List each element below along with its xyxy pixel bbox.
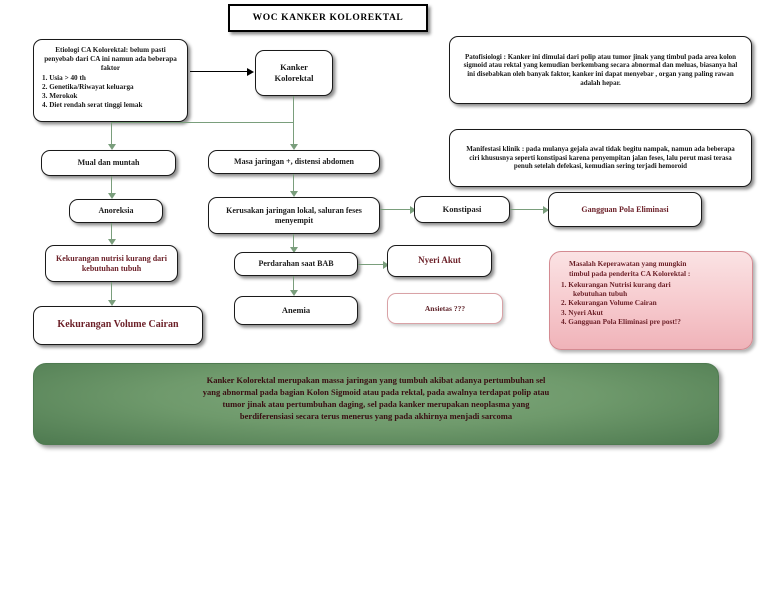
etiology-heading: Etiologi CA Kolorektal: belum pasti peny… xyxy=(44,46,177,72)
clinical-manifestation-box: Manifestasi klinik : pada mulanya gejala… xyxy=(449,129,752,187)
node-kerusakan-jaringan: Kerusakan jaringan lokal, saluran feses … xyxy=(208,197,380,234)
node-anemia-label: Anemia xyxy=(281,305,311,316)
arrow-to-eliminasi xyxy=(543,205,549,214)
node-gangguan-pola-eliminasi-label: Gangguan Pola Eliminasi xyxy=(581,204,669,214)
arrow-to-nyeri-akut xyxy=(383,260,389,269)
etiology-item: 2. Genetika/Riwayat keluarga xyxy=(42,83,134,91)
arrow-to-masa-jaringan xyxy=(289,144,298,150)
diagram-title-text: WOC KANKER KOLOREKTAL xyxy=(252,13,404,23)
arrow-to-anoreksia xyxy=(107,193,116,199)
nursing-problems-list: 1. Kekurangan Nutrisi kurang dari kebutu… xyxy=(561,280,743,327)
summary-line: Kanker Kolorektal merupakan massa jaring… xyxy=(206,375,546,385)
arrow-to-perdarahan xyxy=(289,247,298,253)
summary-line: yang abnormal pada bagian Kolon Sigmoid … xyxy=(202,387,550,398)
nursing-problem-item: 4. Gangguan Pola Eliminasi pre post!? xyxy=(561,316,681,326)
clinical-manifestation-text: Manifestasi klinik : pada mulanya gejala… xyxy=(466,144,735,171)
connector-perdarahan-to-anemia xyxy=(293,276,295,291)
node-kanker-kolorektal-label: Kanker Kolorektal xyxy=(274,62,314,83)
arrow-to-volume-cairan xyxy=(107,300,116,306)
nursing-problem-sub: kebutuhan tubuh xyxy=(573,288,628,298)
connector-masa-to-kerusakan xyxy=(293,174,295,192)
node-ansietas-label: Ansietas ??? xyxy=(424,304,466,313)
nursing-problem-main: 1. Kekurangan Nutrisi kurang dari xyxy=(561,279,671,289)
nursing-problem-item: 2. Kekurangan Volume Cairan xyxy=(561,298,657,308)
nursing-problems-heading-line1: Masalah Keperawatan yang mungkin xyxy=(569,259,687,268)
node-anemia: Anemia xyxy=(234,296,358,325)
node-nyeri-akut-label: Nyeri Akut xyxy=(418,255,461,266)
etiology-list: 1. Usia > 40 th 2. Genetika/Riwayat kelu… xyxy=(42,74,179,110)
nursing-problems-box: Masalah Keperawatan yang mungkin timbul … xyxy=(549,251,753,350)
pathophysiology-text: Patofisiologi : Kanker ini dimulai dari … xyxy=(463,52,738,87)
etiology-item: 3. Merokok xyxy=(42,92,78,100)
node-kekurangan-volume-cairan: Kekurangan Volume Cairan xyxy=(33,306,203,345)
connector-konstipasi-to-eliminasi xyxy=(510,209,544,211)
summary-line: tumor jinak atau pertumbuhan daging, sel… xyxy=(222,399,530,410)
node-kekurangan-nutrisi: Kekurangan nutrisi kurang dari kebutuhan… xyxy=(45,245,178,282)
connector-branch-right xyxy=(293,122,295,145)
arrow-etiology-to-kanker xyxy=(247,67,254,76)
arrow-to-kerusakan xyxy=(289,191,298,197)
node-perdarahan-saat-bab-label: Perdarahan saat BAB xyxy=(258,259,334,268)
connector-kanker-stem xyxy=(293,96,295,123)
node-masa-jaringan-label: Masa jaringan +, distensi abdomen xyxy=(234,157,354,166)
node-kanker-kolorektal: Kanker Kolorektal xyxy=(255,50,333,96)
connector-kerusakan-to-konstipasi xyxy=(380,209,411,211)
summary-line: berdiferensiasi secara terus menerus yan… xyxy=(239,411,513,422)
node-kekurangan-nutrisi-label: Kekurangan nutrisi kurang dari kebutuhan… xyxy=(56,253,167,273)
node-konstipasi-label: Konstipasi xyxy=(442,204,482,215)
connector-mual-to-anoreksia xyxy=(111,176,113,194)
arrow-to-nutrisi xyxy=(107,239,116,245)
connector-branch-left xyxy=(111,122,113,145)
summary-box: Kanker Kolorektal merupakan massa jaring… xyxy=(33,363,719,445)
etiology-item: 4. Diet rendah serat tinggi lemak xyxy=(42,101,143,109)
arrow-to-konstipasi xyxy=(410,205,416,214)
pathophysiology-box: Patofisiologi : Kanker ini dimulai dari … xyxy=(449,36,752,104)
nursing-problem-item: 1. Kekurangan Nutrisi kurang dari kebutu… xyxy=(561,280,743,299)
arrow-to-anemia xyxy=(289,290,298,296)
arrow-to-mual xyxy=(107,144,116,150)
node-ansietas: Ansietas ??? xyxy=(387,293,503,324)
node-mual-dan-muntah: Mual dan muntah xyxy=(41,150,176,176)
connector-perdarahan-to-nyeri xyxy=(358,264,384,266)
nursing-problem-item: 3. Nyeri Akut xyxy=(561,307,603,317)
node-kerusakan-jaringan-label: Kerusakan jaringan lokal, saluran feses … xyxy=(226,205,362,225)
node-anoreksia: Anoreksia xyxy=(69,199,163,223)
connector-kerusakan-to-perdarahan xyxy=(293,234,295,248)
etiology-item: 1. Usia > 40 th xyxy=(42,74,86,82)
node-gangguan-pola-eliminasi: Gangguan Pola Eliminasi xyxy=(548,192,702,227)
node-perdarahan-saat-bab: Perdarahan saat BAB xyxy=(234,252,358,276)
connector-anoreksia-to-nutrisi xyxy=(111,223,113,240)
connector-nutrisi-to-volume xyxy=(111,282,113,301)
node-konstipasi: Konstipasi xyxy=(414,196,510,223)
connector-etiology-to-kanker xyxy=(190,71,248,73)
node-nyeri-akut: Nyeri Akut xyxy=(387,245,492,277)
node-masa-jaringan: Masa jaringan +, distensi abdomen xyxy=(208,150,380,174)
nursing-problems-heading-line2: timbul pada penderita CA Kolorektal : xyxy=(569,269,691,279)
node-anoreksia-label: Anoreksia xyxy=(98,206,134,215)
diagram-title: WOC KANKER KOLOREKTAL xyxy=(228,4,428,32)
node-kekurangan-volume-cairan-label: Kekurangan Volume Cairan xyxy=(57,319,179,331)
node-mual-dan-muntah-label: Mual dan muntah xyxy=(77,158,140,167)
connector-kanker-branch xyxy=(111,122,294,124)
etiology-box: Etiologi CA Kolorektal: belum pasti peny… xyxy=(33,39,188,122)
